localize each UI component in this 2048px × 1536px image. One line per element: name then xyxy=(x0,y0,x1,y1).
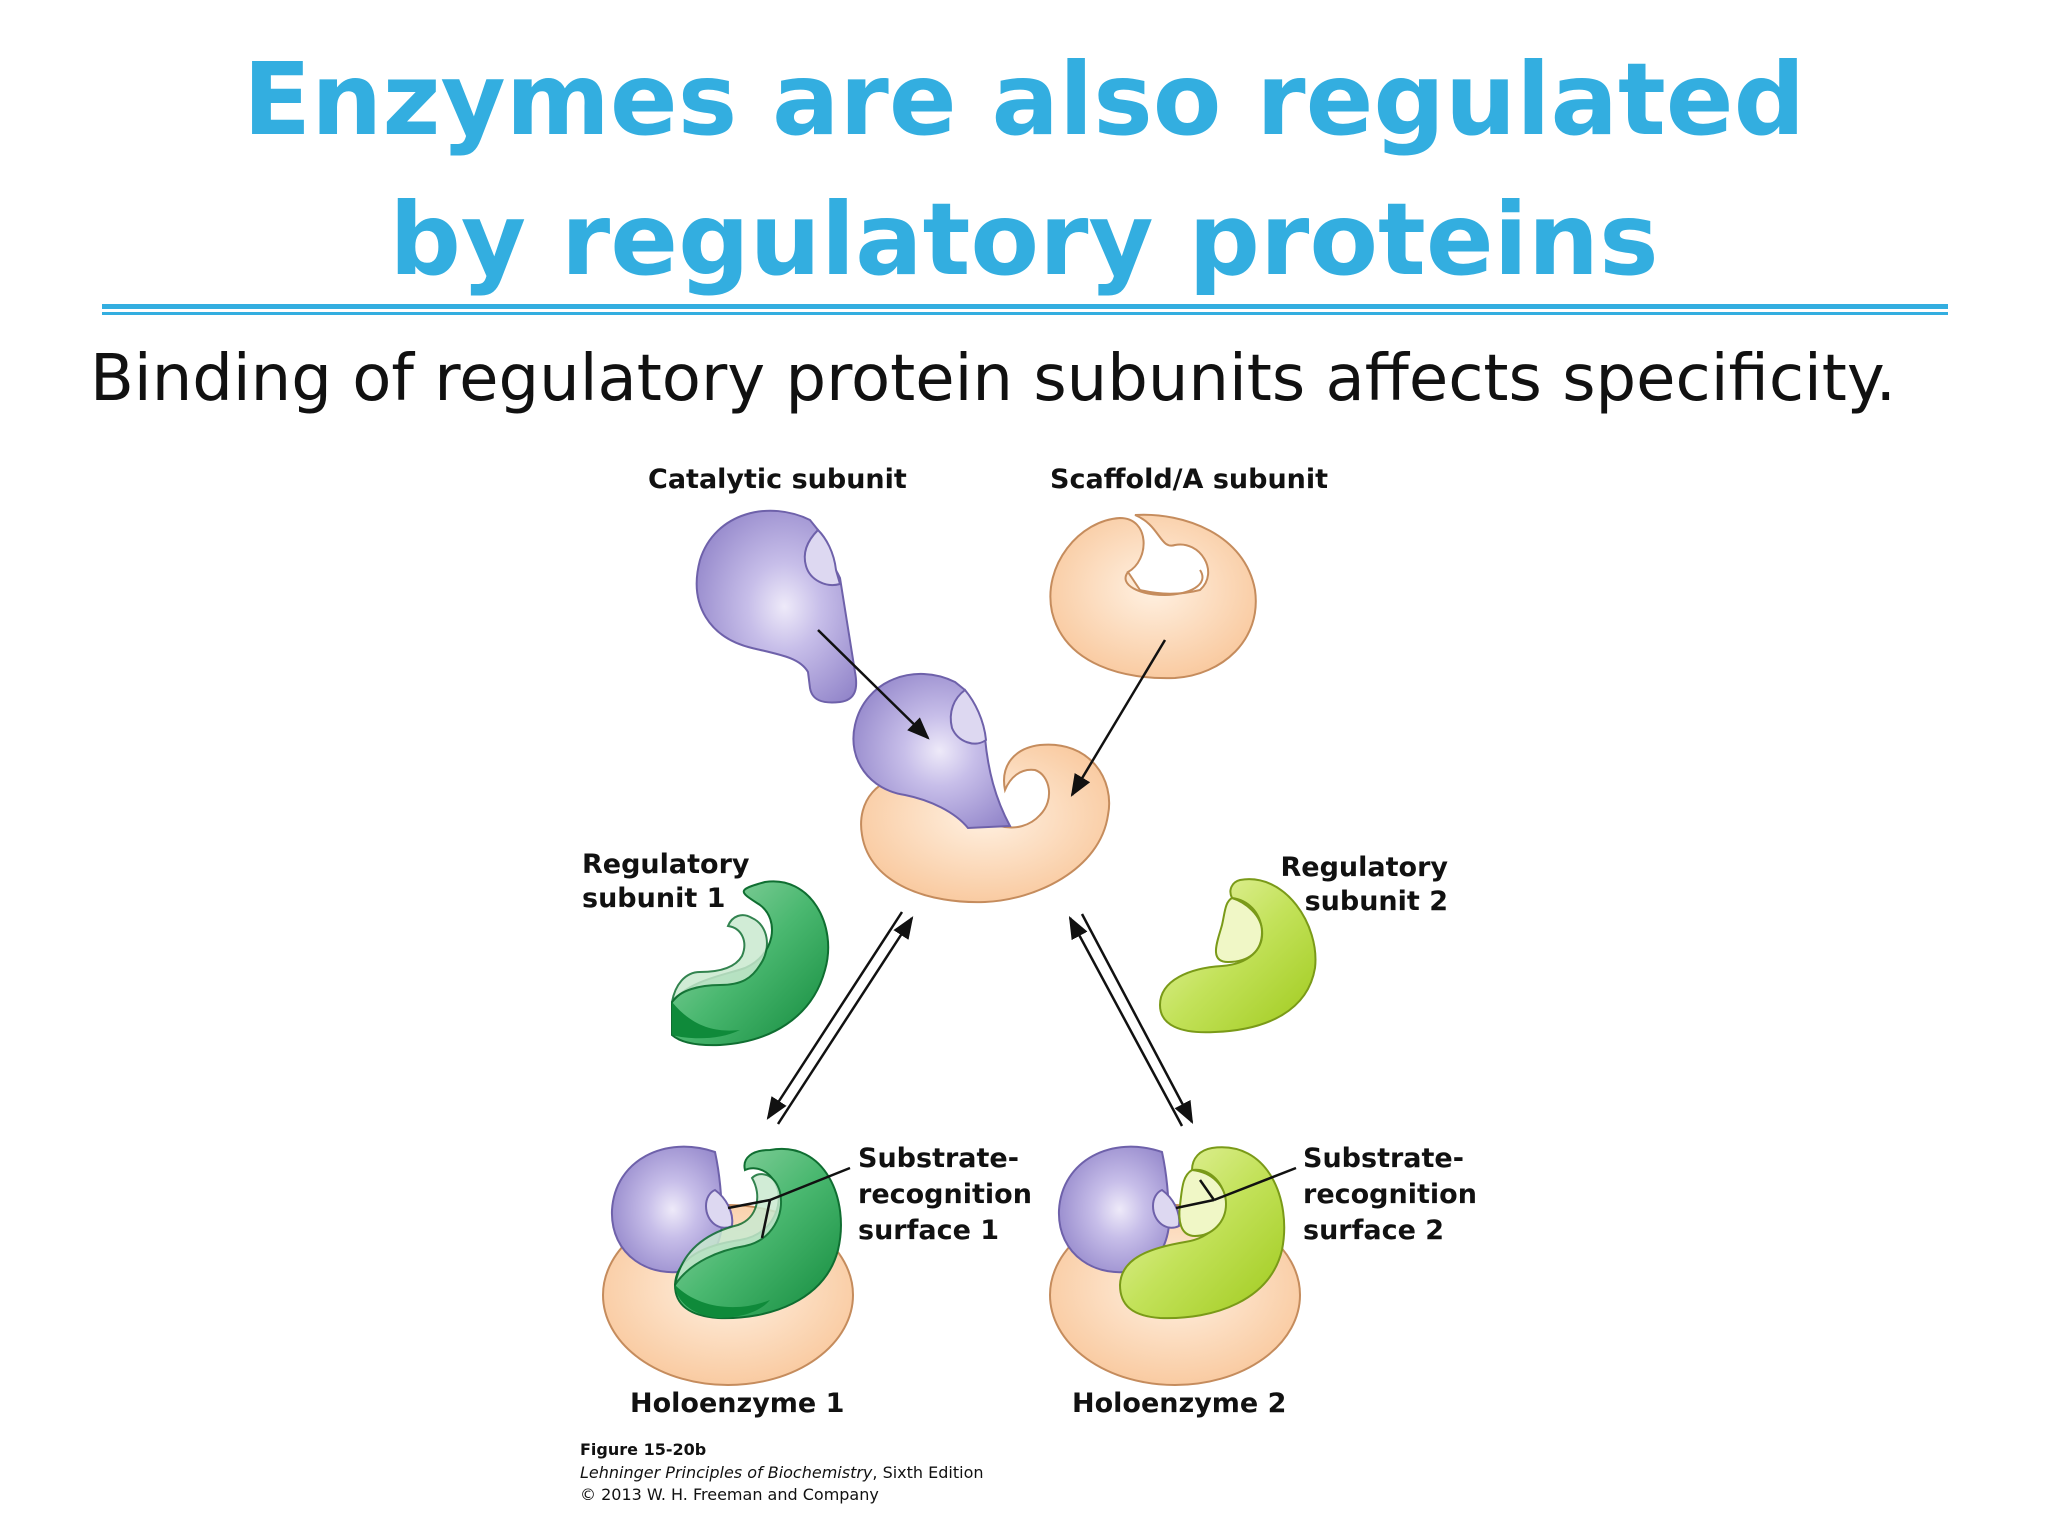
regulatory-subunit-2-shape xyxy=(1158,878,1317,1034)
label-regulatory-2-line1: Regulatory xyxy=(1281,852,1449,883)
label-substrate-surface-1-line1: Substrate- xyxy=(858,1143,1019,1174)
label-scaffold-subunit: Scaffold/A subunit xyxy=(1050,464,1328,495)
caption-figure-number: Figure 15-20b xyxy=(580,1440,706,1459)
label-substrate-surface-2-line1: Substrate- xyxy=(1303,1143,1464,1174)
label-regulatory-1-line2: subunit 1 xyxy=(582,883,725,914)
slide-subtitle: Binding of regulatory protein subunits a… xyxy=(90,342,1896,416)
substrate-surface-1-pointer xyxy=(727,1166,851,1239)
core-enzyme-shape xyxy=(852,672,1111,904)
holoenzyme-2-shape xyxy=(1049,1145,1301,1386)
caption-source: Lehninger Principles of Biochemistry, Si… xyxy=(580,1463,984,1482)
label-substrate-surface-1-line2: recognition xyxy=(858,1179,1032,1210)
label-substrate-surface-1-line3: surface 1 xyxy=(858,1215,999,1246)
label-regulatory-1-line1: Regulatory xyxy=(582,849,750,880)
catalytic-subunit-shape xyxy=(695,509,858,704)
substrate-surface-2-pointer xyxy=(1175,1166,1297,1210)
equilibrium-arrows-left xyxy=(766,911,914,1125)
caption-edition: , Sixth Edition xyxy=(872,1463,983,1482)
label-catalytic-subunit: Catalytic subunit xyxy=(648,464,907,495)
title-divider xyxy=(102,304,1948,309)
caption-copyright: © 2013 W. H. Freeman and Company xyxy=(580,1485,879,1504)
label-holoenzyme-1: Holoenzyme 1 xyxy=(630,1388,844,1419)
caption-book-title: Lehninger Principles of Biochemistry xyxy=(580,1463,873,1482)
scaffold-subunit-shape xyxy=(1049,513,1257,680)
holoenzyme-1-shape xyxy=(602,1145,854,1386)
equilibrium-arrows-right xyxy=(1068,913,1194,1127)
arrow-catalytic-to-core xyxy=(817,629,930,740)
slide-title: Enzymes are also regulated by regulatory… xyxy=(0,30,2048,310)
label-substrate-surface-2-line3: surface 2 xyxy=(1303,1215,1444,1246)
title-divider-thin xyxy=(102,312,1948,315)
title-line-2: by regulatory proteins xyxy=(389,181,1659,298)
arrow-scaffold-to-core xyxy=(1070,639,1167,797)
regulatory-subunit-1-shape xyxy=(671,880,830,1047)
label-holoenzyme-2: Holoenzyme 2 xyxy=(1072,1388,1286,1419)
label-regulatory-2-line2: subunit 2 xyxy=(1305,886,1448,917)
label-substrate-surface-2-line2: recognition xyxy=(1303,1179,1477,1210)
title-line-1: Enzymes are also regulated xyxy=(242,41,1806,158)
